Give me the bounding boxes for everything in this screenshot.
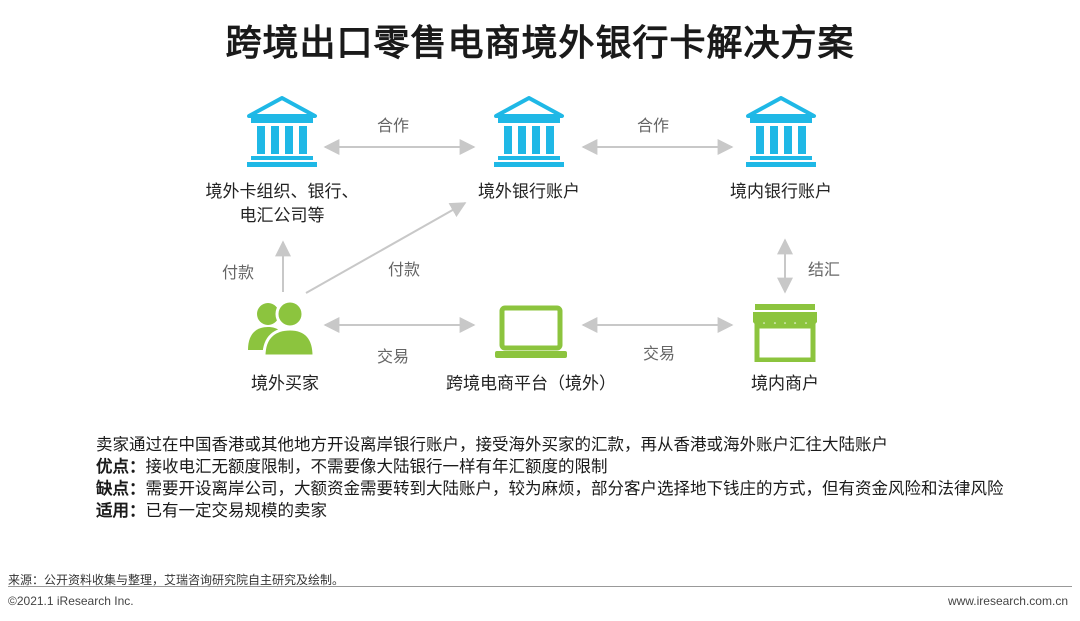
node-merchant: 境内商户	[751, 374, 819, 394]
cons-text: 需要开设离岸公司，大额资金需要转到大陆账户，较为麻烦，部分客户选择地下钱庄的方式…	[145, 479, 1004, 498]
source-note: 来源：公开资料收集与整理，艾瑞咨询研究院自主研究及绘制。	[8, 573, 345, 587]
node-foreign-account: 境外银行账户	[478, 182, 580, 202]
node-foreign-org-line1: 境外卡组织、银行、	[205, 182, 359, 202]
page-title: 跨境出口零售电商境外银行卡解决方案	[225, 23, 855, 64]
user-group-icon	[246, 298, 316, 358]
cons-label: 缺点：	[96, 479, 146, 498]
pros-label: 优点：	[96, 457, 146, 476]
description-block: 卖家通过在中国香港或其他地方开设离岸银行账户，接受海外买家的汇款，再从香港或海外…	[96, 434, 1016, 522]
edge-pay2-arrow	[305, 202, 467, 294]
node-domestic-account: 境内银行账户	[730, 182, 832, 202]
edge-label-pay1: 付款	[222, 263, 255, 282]
edge-label-settle: 结汇	[808, 260, 841, 279]
description-cons: 缺点：需要开设离岸公司，大额资金需要转到大陆账户，较为麻烦，部分客户选择地下钱庄…	[96, 478, 1016, 500]
copyright: ©2021.1 iResearch Inc.	[8, 594, 134, 608]
footer-divider	[8, 586, 1072, 587]
shop-icon	[751, 302, 819, 362]
bank-icon	[245, 96, 319, 168]
edge-label-trade1: 交易	[377, 347, 410, 366]
edge-label-coop2: 合作	[637, 116, 670, 135]
description-fit: 适用：已有一定交易规模的卖家	[96, 500, 1016, 522]
node-foreign-org-line2: 电汇公司等	[239, 206, 325, 226]
description-pros: 优点：接收电汇无额度限制，不需要像大陆银行一样有年汇额度的限制	[96, 456, 1016, 478]
node-buyer: 境外买家	[251, 374, 319, 394]
edge-label-pay2: 付款	[388, 260, 421, 279]
bank-icon	[744, 96, 818, 168]
pros-text: 接收电汇无额度限制，不需要像大陆银行一样有年汇额度的限制	[145, 457, 608, 476]
edge-label-coop1: 合作	[377, 116, 410, 135]
fit-text: 已有一定交易规模的卖家	[145, 501, 328, 520]
laptop-icon	[494, 305, 568, 360]
edge-label-trade2: 交易	[643, 344, 676, 363]
bank-icon	[492, 96, 566, 168]
website-link[interactable]: www.iresearch.com.cn	[947, 594, 1068, 608]
fit-label: 适用：	[96, 501, 146, 520]
node-platform: 跨境电商平台（境外）	[446, 374, 616, 394]
description-intro: 卖家通过在中国香港或其他地方开设离岸银行账户，接受海外买家的汇款，再从香港或海外…	[96, 435, 888, 454]
node-foreign-org: 境外卡组织、银行、 电汇公司等	[180, 180, 384, 228]
